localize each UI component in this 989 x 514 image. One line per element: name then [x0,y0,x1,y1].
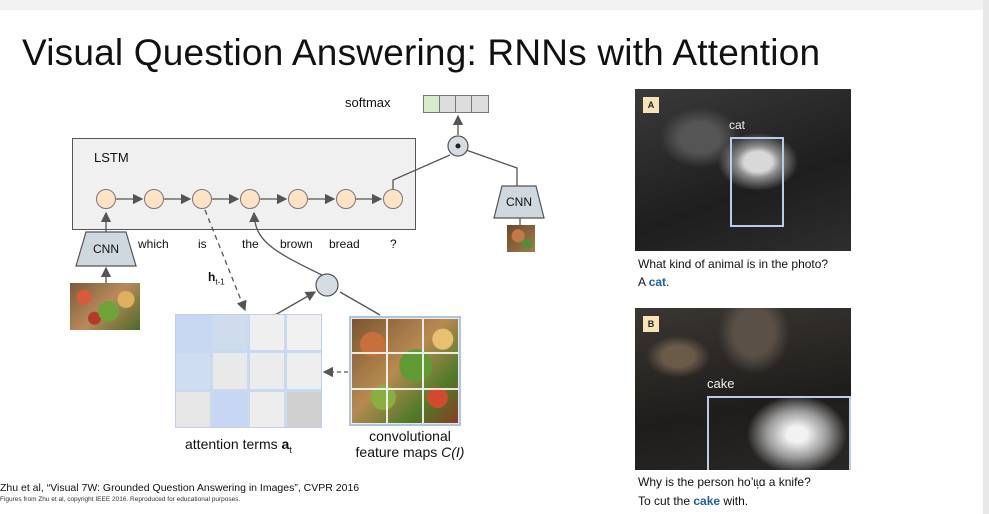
attention-cell [213,353,247,389]
feature-caption-line1: convolutional [369,428,451,444]
lstm-node [240,189,260,209]
attention-cell [176,315,210,351]
feature-symbol: C(I) [441,444,465,460]
example-b-answer-suffix: with. [720,494,749,508]
example-a-answer-highlight: cat [648,275,667,289]
attention-cell [250,391,284,427]
cnn-left-label: CNN [93,242,119,256]
attention-cell [250,315,284,351]
lstm-node [144,189,164,209]
top-bar [0,0,989,10]
feature-caption: convolutional feature maps C(I) [345,428,475,460]
cnn-right-label: CNN [506,195,532,209]
feature-map-image [349,316,461,426]
example-a-answer: A cat. [638,275,669,289]
word-token: brown [280,237,313,251]
attention-caption: attention terms at [185,436,335,458]
example-a-question: What kind of animal is in the photo? [638,257,829,271]
softmax-cell [440,96,456,112]
hidden-state-subscript: t-1 [215,277,225,287]
example-b-image: B cake [635,308,851,470]
example-b-bounding-box [707,396,851,470]
word-token: ? [390,237,397,251]
example-b-question: Why is the person ho’ɩɩ᷊ɑ a knife? [638,475,811,489]
figure-credit: Figures from Zhu et al, copyright IEEE 2… [0,496,241,503]
attention-cell [287,353,321,389]
lstm-node [288,189,308,209]
example-b-answer: To cut the cake with. [638,494,748,508]
word-token: is [198,237,207,251]
attention-cell [176,353,210,389]
lstm-node [192,189,212,209]
softmax-cell [424,96,440,112]
attention-cell [213,391,247,427]
softmax-vector [423,95,489,113]
attention-cell [176,391,210,427]
citation: Zhu et al, “Visual 7W: Grounded Question… [0,482,360,494]
input-image-food [70,283,140,330]
example-b-badge: B [643,316,659,332]
attention-grid [175,314,322,428]
lstm-node [383,189,403,209]
softmax-cell [472,96,488,112]
example-b-object-label: cake [707,376,735,391]
example-a-answer-prefix: A [638,275,649,289]
slide-title: Visual Question Answering: RNNs with Att… [22,32,821,73]
feature-grid [351,318,459,424]
softmax-cell [456,96,472,112]
example-a-answer-suffix: . [666,275,670,289]
word-token: which [138,237,169,251]
lstm-node [336,189,356,209]
example-a-badge: A [643,97,659,113]
example-b-answer-prefix: To cut the [638,494,694,508]
right-edge-bar [983,0,989,514]
word-token: bread [329,237,360,251]
attention-cell [213,315,247,351]
example-a-object-label: cat [729,118,746,132]
feature-caption-text: feature maps [355,444,442,460]
hidden-state-label: ht-1 [208,270,225,286]
word-token: the [242,237,259,251]
attention-caption-text: attention terms [185,436,282,452]
lstm-node [96,189,116,209]
feature-caption-line2: feature maps C(I) [345,444,475,460]
attention-cell [250,353,284,389]
lstm-box [72,138,416,230]
example-a-bounding-box [730,137,784,227]
hidden-state-symbol: h [208,270,216,284]
example-a-image: A cat [635,89,851,251]
attention-cell [287,391,321,427]
attention-subscript: t [289,444,292,455]
softmax-label: softmax [345,95,391,110]
input-image-food-small [507,225,535,252]
example-b-answer-highlight: cake [693,494,721,508]
attention-symbol: a [281,436,290,452]
lstm-label: LSTM [94,150,129,165]
attention-cell [287,315,321,351]
